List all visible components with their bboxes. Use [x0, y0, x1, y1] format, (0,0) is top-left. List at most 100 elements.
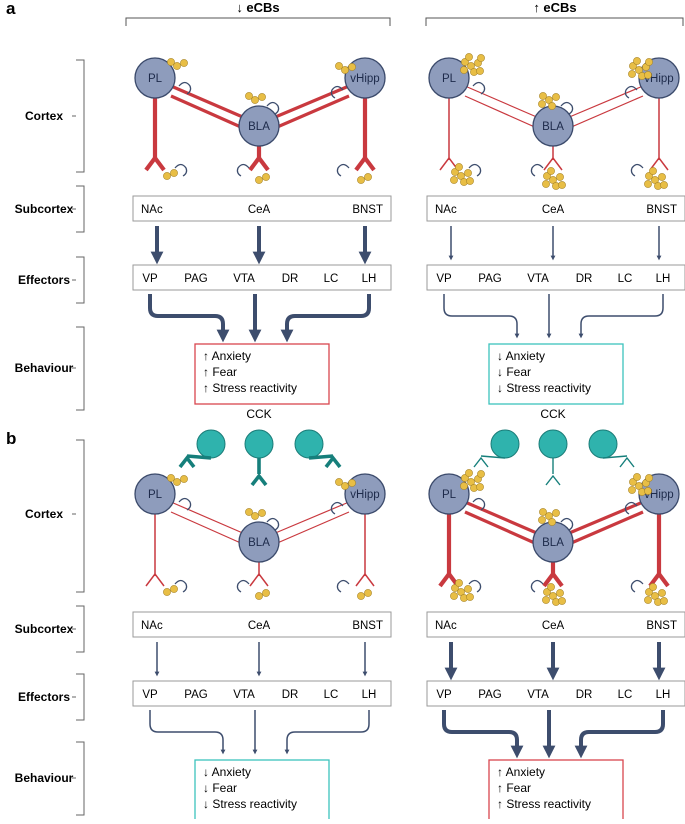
- behaviour-item: ↑ Fear: [203, 365, 237, 379]
- region-bnst: BNST: [352, 620, 383, 632]
- ecb-particle: [180, 475, 188, 483]
- subcortex-box: [426, 611, 685, 638]
- region-nac: NAc: [141, 620, 163, 632]
- neuron-bla: [238, 105, 280, 147]
- ecb-particle: [364, 173, 372, 181]
- neuron-vhipp-label: vHipp: [350, 73, 379, 85]
- neuron-pl: [428, 473, 470, 515]
- neuron-bla-label: BLA: [248, 537, 270, 549]
- terminal-fork: [648, 570, 670, 588]
- cortical-connection: [464, 95, 538, 129]
- ecb-particle: [466, 177, 474, 185]
- ecb-particle: [167, 58, 175, 66]
- effector-pag: PAG: [184, 273, 207, 285]
- ecb-particle: [552, 509, 560, 517]
- level-label-cortex: Cortex: [25, 507, 63, 521]
- cck-label: CCK: [246, 407, 271, 421]
- ecb-particle: [628, 486, 636, 494]
- ecb-particle: [262, 589, 270, 597]
- behaviour-box: [488, 343, 624, 405]
- converging-arrow-left: [443, 294, 520, 339]
- ecb-particle: [335, 62, 343, 70]
- ecb-particle: [660, 181, 668, 189]
- ecb-particle: [170, 585, 178, 593]
- effector-lc: LC: [618, 273, 633, 285]
- ecb-particle: [341, 482, 349, 490]
- ecb-particle: [173, 478, 181, 486]
- ecb-particle: [477, 470, 485, 478]
- feedback-arrow: [330, 501, 344, 515]
- feedback-arrow: [468, 163, 482, 177]
- level-behaviour-a: Behaviour: [15, 326, 85, 411]
- cortical-connection: [464, 85, 540, 119]
- converging-arrow-left: [149, 710, 226, 755]
- feedback-arrow: [560, 517, 574, 531]
- converging-arrow-right: [284, 710, 370, 755]
- terminal-fork: [438, 570, 460, 588]
- ecb-particle: [255, 592, 263, 600]
- feedback-arrow: [174, 579, 188, 593]
- subcortex-box: [132, 611, 392, 638]
- feedback-arrow: [178, 81, 192, 95]
- effector-vta: VTA: [527, 273, 549, 285]
- level-effectors-a: Effectors: [18, 256, 85, 304]
- ecb-particle: [460, 482, 468, 490]
- ecb-particle: [476, 67, 484, 75]
- ecb-particle: [357, 592, 365, 600]
- feedback-arrow: [236, 579, 250, 593]
- panel-letter-a: a: [6, 0, 16, 18]
- converging-arrow-left: [148, 294, 230, 343]
- cck-axon: [186, 454, 212, 460]
- neuron-bla-label: BLA: [542, 121, 564, 133]
- ecb-particle: [556, 173, 564, 181]
- ecb-particle: [644, 71, 652, 79]
- effector-dr: DR: [282, 273, 299, 285]
- behaviour-item: ↑ Fear: [497, 781, 531, 795]
- cck-synapse: [473, 456, 489, 468]
- ecb-particle: [170, 169, 178, 177]
- ecb-particle: [477, 54, 485, 62]
- ecb-particle: [633, 473, 641, 481]
- feedback-arrow: [468, 579, 482, 593]
- cck-neuron: [588, 429, 618, 459]
- ecb-particle: [658, 589, 666, 597]
- region-cea: CeA: [248, 204, 271, 216]
- ecb-particle: [548, 102, 556, 110]
- ecb-particle: [245, 508, 253, 516]
- cck-neuron: [244, 429, 274, 459]
- effector-lh: LH: [656, 689, 671, 701]
- terminal-fork: [249, 572, 269, 587]
- cck-neuron: [490, 429, 520, 459]
- effector-vta: VTA: [527, 689, 549, 701]
- effector-dr: DR: [576, 689, 593, 701]
- ecb-particle: [455, 579, 463, 587]
- behaviour-item: ↑ Anxiety: [497, 765, 545, 779]
- effector-lh: LH: [362, 273, 377, 285]
- ecb-particle: [644, 596, 652, 604]
- effector-pag: PAG: [184, 689, 207, 701]
- terminal-fork: [354, 154, 376, 172]
- feedback-arrow: [266, 101, 280, 115]
- ecb-particle: [538, 516, 546, 524]
- effector-lc: LC: [324, 273, 339, 285]
- behaviour-item: ↓ Anxiety: [497, 349, 545, 363]
- behaviour-item: ↓ Anxiety: [203, 765, 251, 779]
- ecb-particle: [173, 62, 181, 70]
- feedback-arrow: [472, 81, 486, 95]
- region-bnst: BNST: [646, 204, 677, 216]
- terminal-fork: [355, 572, 375, 587]
- ecb-particle: [558, 181, 566, 189]
- ecb-particle: [464, 585, 472, 593]
- feedback-arrow: [530, 579, 544, 593]
- feedback-arrow: [330, 85, 344, 99]
- ecb-particle: [341, 66, 349, 74]
- ecb-particle: [547, 583, 555, 591]
- terminal-fork: [145, 572, 165, 587]
- neuron-pl: [134, 57, 176, 99]
- behaviour-item: ↓ Fear: [497, 365, 531, 379]
- cck-axon: [308, 454, 334, 460]
- cortical-connection: [170, 511, 244, 545]
- neuron-pl-label: PL: [148, 73, 163, 85]
- ecb-particle: [258, 509, 266, 517]
